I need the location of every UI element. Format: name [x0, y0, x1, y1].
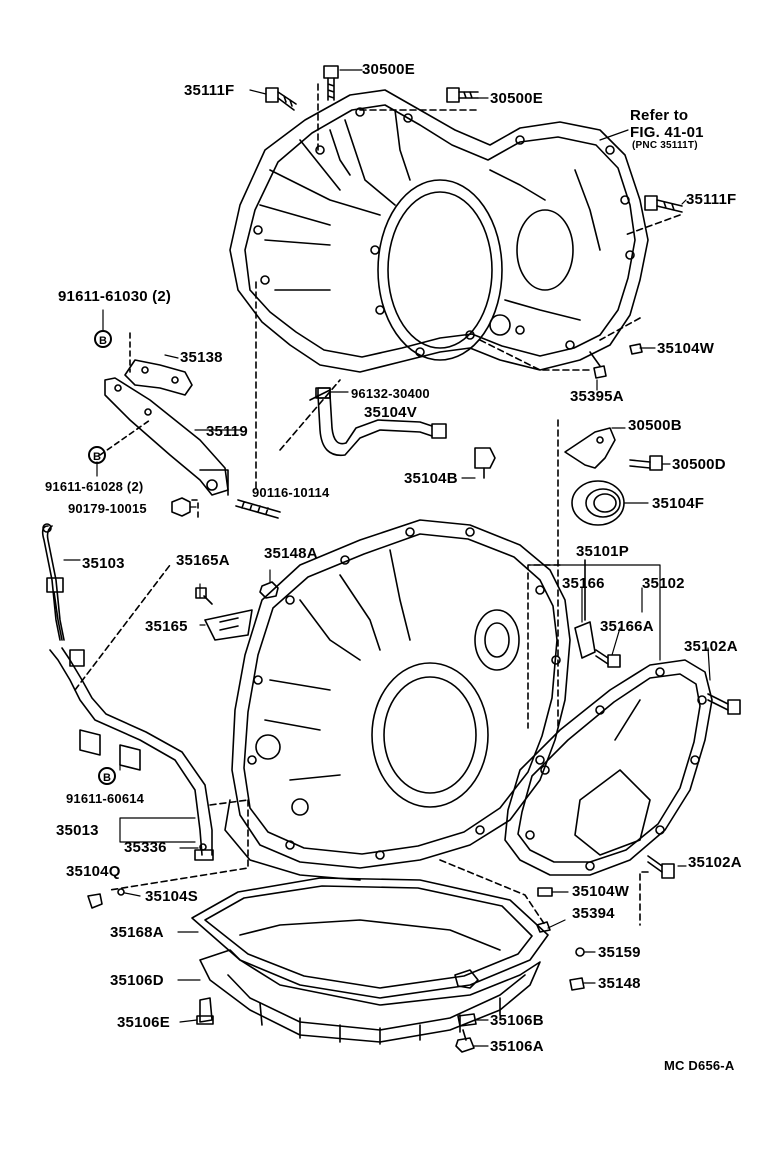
label-35395A: 35395A [570, 388, 624, 405]
bolt-35106E [196, 997, 214, 1025]
nut-90179 [171, 497, 191, 517]
oil-pan-35106D [199, 919, 541, 1045]
plug-35104W-lower [537, 887, 553, 897]
label-35013: 35013 [56, 822, 99, 839]
label-35102A-top: 35102A [684, 638, 738, 655]
label-35104W-lower: 35104W [572, 883, 630, 900]
bolt-B-badge-top: B [94, 330, 112, 348]
plug-96132 [317, 387, 331, 399]
label-35102A-bottom: 35102A [688, 854, 742, 871]
washer-35159 [575, 947, 585, 957]
plate-35165 [204, 609, 253, 641]
label-35111F-left: 35111F [184, 82, 235, 99]
label-35102: 35102 [642, 575, 685, 592]
label-35165A: 35165A [176, 552, 230, 569]
plug-35148 [569, 977, 585, 991]
label-35104B: 35104B [404, 470, 458, 487]
label-35166: 35166 [562, 575, 605, 592]
bolt-35111F-right [644, 195, 683, 213]
label-35168A: 35168A [110, 924, 164, 941]
bolt-B-badge-lower: B [98, 767, 116, 785]
label-35101P: 35101P [576, 543, 629, 560]
bolt-35111F-left [265, 87, 297, 111]
diagram-code: MC D656-A [664, 1058, 735, 1073]
leader-lines [63, 69, 711, 1047]
label-refer-line3: (PNC 35111T) [632, 140, 698, 151]
label-35165: 35165 [145, 618, 188, 635]
label-35119: 35119 [206, 423, 248, 440]
bolt-30500E-top [323, 65, 339, 101]
plug-35106B [457, 1013, 477, 1027]
bolt-35102A-bottom [647, 855, 675, 879]
stud-90116 [235, 499, 281, 519]
plug-35104Q [87, 893, 103, 909]
bolt-30500E-second [446, 87, 479, 103]
transaxle-housing-upper [229, 89, 649, 373]
label-90179-10015: 90179-10015 [68, 501, 147, 516]
label-30500D: 30500D [672, 456, 726, 473]
label-30500E-top: 30500E [362, 61, 415, 78]
label-35138: 35138 [180, 349, 223, 366]
seal-35104F [571, 480, 625, 526]
tube-35013 [49, 564, 214, 861]
bolt-35165A [195, 587, 213, 605]
leader-dashes-upper [255, 83, 681, 489]
label-35159: 35159 [598, 944, 641, 961]
label-91611-60614: 91611-60614 [66, 791, 145, 806]
label-35104F: 35104F [652, 495, 705, 512]
label-35104W-upper: 35104W [657, 340, 715, 357]
label-35106B: 35106B [490, 1012, 544, 1029]
label-35111F-right: 35111F [686, 191, 737, 208]
dipstick-35103 [41, 523, 65, 641]
hose-35104V [309, 387, 447, 457]
label-90116-10114: 90116-10114 [252, 485, 330, 500]
label-35104S: 35104S [145, 888, 198, 905]
label-35336: 35336 [124, 839, 167, 856]
plug-35106A [455, 1029, 475, 1053]
label-96132-30400: 96132-30400 [351, 386, 430, 401]
label-refer-line1: Refer to [630, 107, 689, 124]
bracket-30500B [557, 419, 616, 731]
bolt-30500D [629, 455, 663, 471]
label-35104V: 35104V [364, 404, 417, 421]
bracket-35119 [99, 377, 229, 496]
side-cover-35102 [504, 659, 713, 876]
label-35106A: 35106A [490, 1038, 544, 1055]
bolt-B-badge-mid: B [88, 446, 106, 464]
transaxle-case-lower [224, 519, 571, 881]
label-35106D: 35106D [110, 972, 164, 989]
label-35394: 35394 [572, 905, 615, 922]
label-91611-61030: 91611-61030 (2) [58, 288, 172, 305]
bolt-35395A [589, 351, 607, 379]
gasket-35168A [191, 877, 549, 999]
bolt-35102A-top [707, 693, 741, 715]
plug-35148A [259, 581, 279, 599]
label-35104Q: 35104Q [66, 863, 121, 880]
bracket-35138 [124, 332, 193, 396]
plate-35166 [574, 559, 596, 659]
label-91611-61028: 91611-61028 (2) [45, 479, 144, 494]
label-35148A: 35148A [264, 545, 318, 562]
label-35148: 35148 [598, 975, 641, 992]
label-30500B: 30500B [628, 417, 682, 434]
label-30500E-second: 30500E [490, 90, 543, 107]
bolt-35166A [595, 649, 621, 668]
label-refer-line2: FIG. 41-01 [630, 124, 704, 141]
label-35106E: 35106E [117, 1014, 170, 1031]
fitting-35104B [474, 447, 496, 479]
label-35166A: 35166A [600, 618, 654, 635]
label-35103: 35103 [82, 555, 125, 572]
plug-35104W-upper [629, 343, 643, 355]
